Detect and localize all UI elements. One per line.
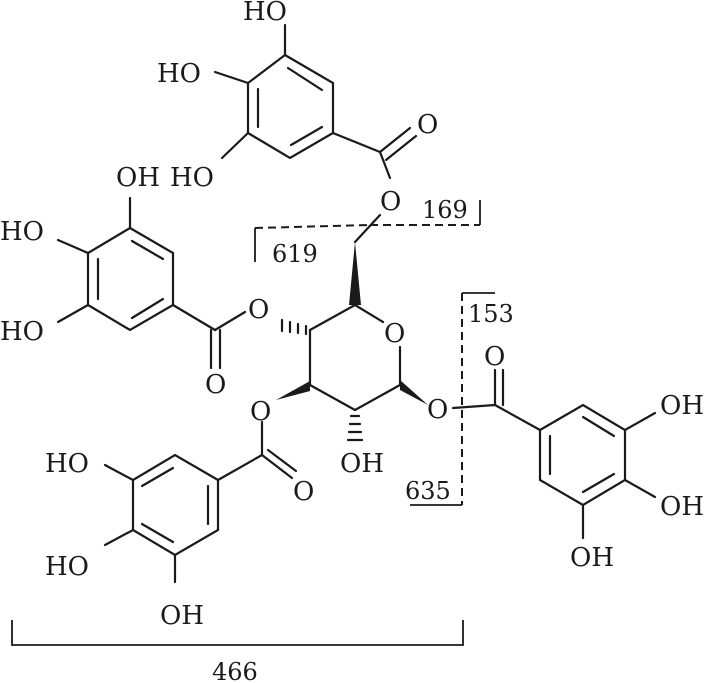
carbonyl-oxygen-left: O xyxy=(205,370,226,400)
hydroxyl-left-1: OH xyxy=(116,163,160,193)
fragment-bracket-153-635 xyxy=(410,292,495,506)
fragment-bracket-169-619 xyxy=(254,200,481,262)
fragment-bracket-466 xyxy=(11,620,464,646)
ester-oxygen-3: O xyxy=(250,397,271,427)
fragment-label-169: 169 xyxy=(422,196,468,224)
fragment-label-619: 619 xyxy=(272,240,318,268)
ester-oxygen-4: O xyxy=(248,295,269,325)
carbonyl-oxygen-right: O xyxy=(484,342,505,372)
galloyl-ring-left xyxy=(56,196,247,370)
glucose-ring xyxy=(276,242,428,442)
hydroxyl-top-1: HO xyxy=(243,0,287,27)
fragment-label-466: 466 xyxy=(212,658,258,683)
hydroxyl-bottom-1: HO xyxy=(45,449,89,479)
ester-oxygen-1: O xyxy=(427,395,448,425)
ring-oxygen: O xyxy=(384,319,405,349)
hydroxyl-right-1: OH xyxy=(660,391,704,421)
hydroxyl-top-3: HO xyxy=(170,163,214,193)
hashed-bond-c2 xyxy=(346,414,364,442)
hydroxyl-left-3: HO xyxy=(0,317,44,347)
galloyl-ring-top xyxy=(213,23,418,244)
hashed-bond-c4 xyxy=(280,318,308,336)
hydroxyl-right-3: OH xyxy=(570,543,614,573)
hydroxyl-top-2: HO xyxy=(157,59,201,89)
fragment-label-153: 153 xyxy=(468,300,514,328)
carbonyl-oxygen-bottom: O xyxy=(293,477,314,507)
galloyl-ring-right xyxy=(451,368,657,540)
ester-oxygen-6: O xyxy=(380,187,401,217)
hydroxyl-bottom-2: HO xyxy=(45,552,89,582)
hydroxyl-right-2: OH xyxy=(660,492,704,522)
hydroxyl-bottom-3: OH xyxy=(160,601,204,631)
hydroxyl-left-2: HO xyxy=(0,217,44,247)
hydroxyl-c2: OH xyxy=(340,449,384,479)
carbonyl-oxygen-top: O xyxy=(417,110,438,140)
galloyl-ring-bottom-left xyxy=(103,420,298,584)
fragment-label-635: 635 xyxy=(405,477,451,505)
